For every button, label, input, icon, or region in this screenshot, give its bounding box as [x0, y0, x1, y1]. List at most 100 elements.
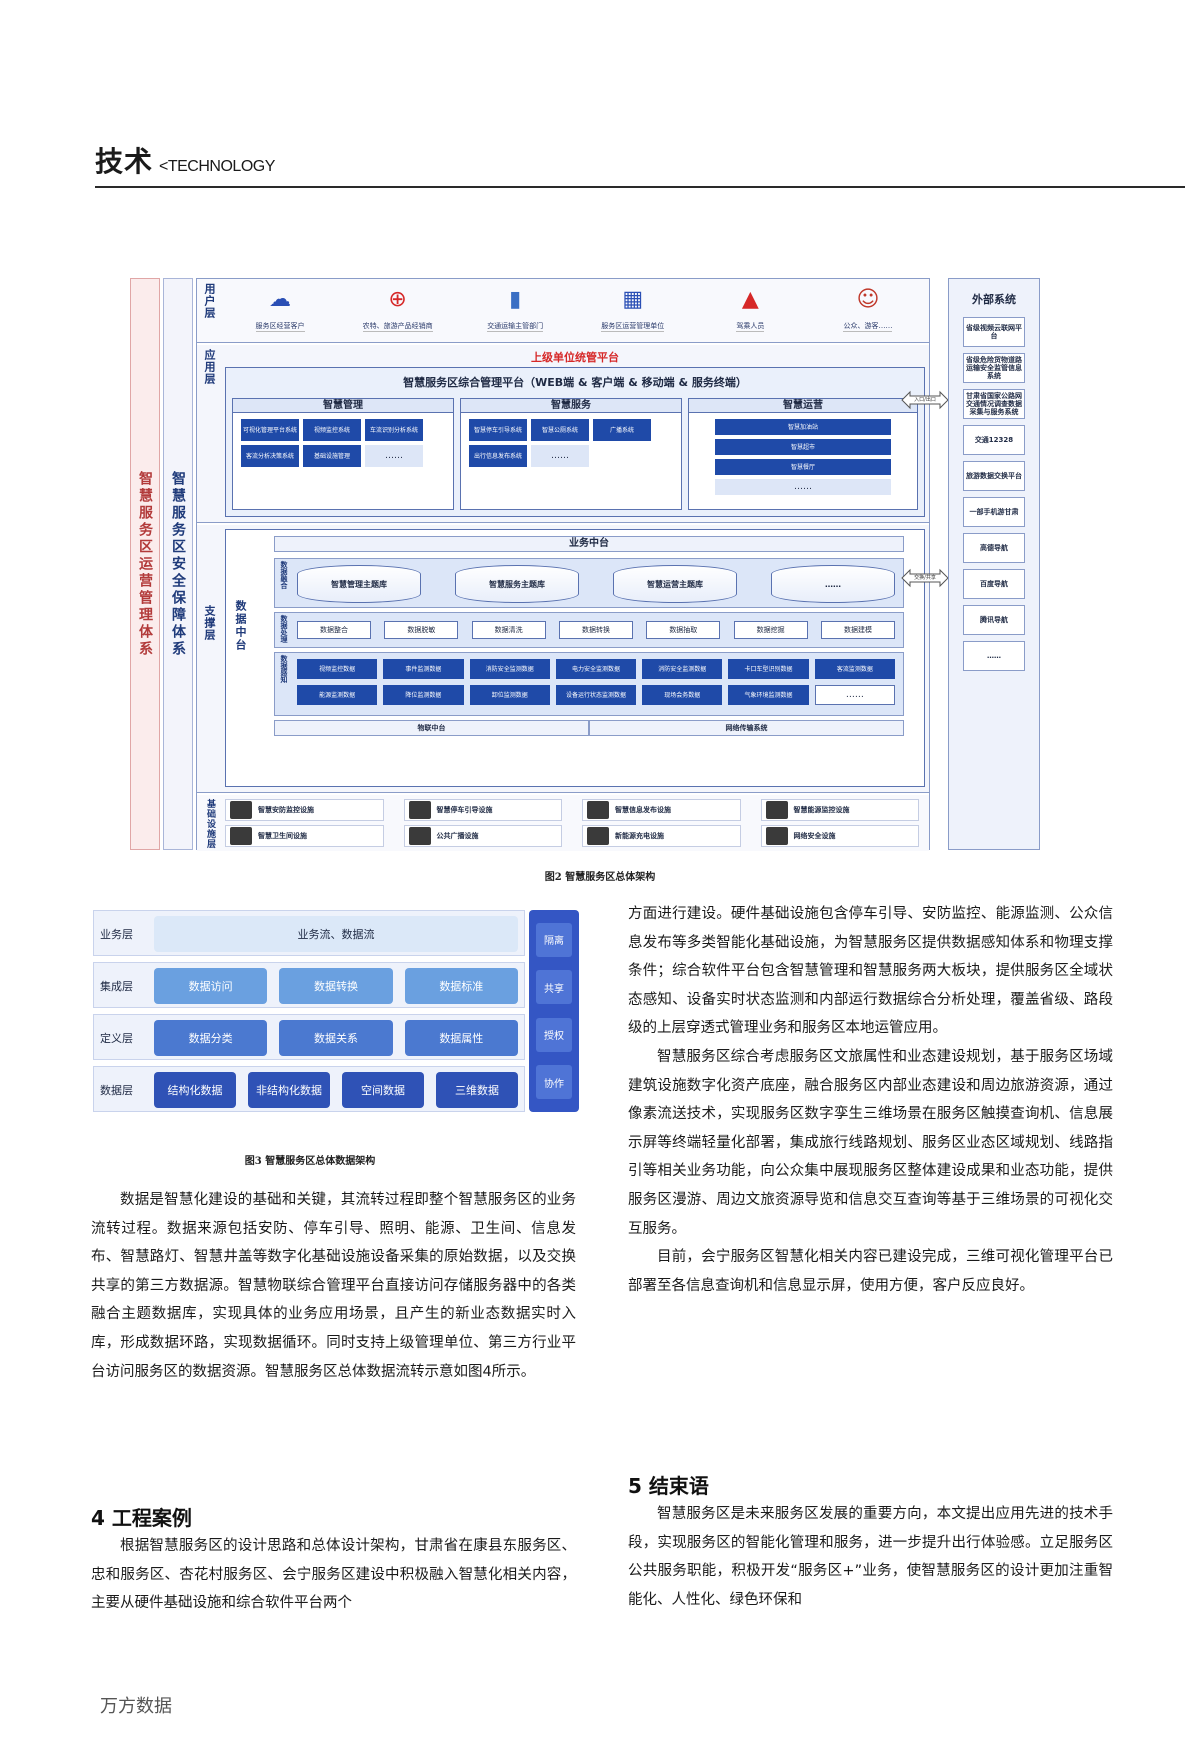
side-function: 共享: [536, 970, 572, 1005]
data-fusion-row: 数据融合 智慧管理主题库智慧服务主题库智慧运营主题库……: [274, 558, 904, 608]
security-band: 智慧服务区安全保障体系: [163, 278, 193, 850]
data-process: 数据清洗: [471, 621, 546, 639]
theme-database: 智慧服务主题库: [455, 565, 579, 603]
user-icon: ▮: [509, 286, 522, 312]
infrastructure-label: 网络安全设施: [793, 832, 836, 840]
external-system: 一部手机游甘肃: [963, 497, 1025, 527]
infrastructure-label: 新能源充电设施: [615, 832, 664, 840]
platform-box: 智慧服务区综合管理平台（WEB端 & 客户端 & 移动端 & 服务终端） 智慧管…: [225, 367, 925, 517]
left-column-text: 数据是智慧化建设的基础和关键，其流转过程即整个智慧服务区的业务流转过程。数据来源…: [91, 1186, 576, 1386]
infrastructure-label: 智慧能源监控设施: [793, 806, 850, 814]
user-item: ☺ 公众、游客……: [813, 281, 923, 339]
side-function: 隔离: [536, 922, 572, 957]
device-icon: [587, 827, 609, 845]
external-system: ……: [963, 641, 1025, 671]
device-icon: [765, 827, 788, 845]
header-rule: [95, 186, 1185, 188]
user-label: 农特、旅游产品经销商: [362, 322, 433, 332]
layer-cell: 空间数据: [342, 1072, 424, 1108]
section-heading-5: 5 结束语: [628, 1474, 709, 1498]
paragraph: 数据是智慧化建设的基础和关键，其流转过程即整个智慧服务区的业务流转过程。数据来源…: [91, 1192, 576, 1380]
external-system: 旅游数据交换平台: [963, 461, 1025, 491]
layer-cell: 数据属性: [404, 1020, 518, 1056]
layer-cell: 结构化数据: [154, 1072, 236, 1108]
figure-2-caption: 图2 智慧服务区总体架构: [544, 872, 656, 883]
layer-cells: 结构化数据非结构化数据空间数据三维数据: [154, 1072, 518, 1108]
external-system: 甘肃省国家公路网交通情况调查数据采集与服务系统: [963, 389, 1025, 419]
infrastructure-label: 智慧安防监控设施: [258, 806, 314, 814]
app-cell: 智慧餐厅: [715, 459, 891, 475]
layer-label: 定义层: [100, 1032, 133, 1045]
app-cell: 基础设施管理: [303, 445, 361, 467]
sensing-data: 设备运行状态监测数据: [555, 685, 637, 705]
user-layer: 用户层 ☁服务区经营客户⊕农特、旅游产品经销商▮交通运输主管部门▦服务区运营管理…: [197, 279, 929, 343]
app-cell: 智慧停车引导系统: [469, 419, 527, 441]
user-label: 服务区经营客户: [255, 322, 305, 332]
app-cell: 智慧加油站: [715, 419, 891, 435]
data-layer: 集成层数据访问数据转换数据标准: [93, 962, 525, 1008]
section-heading-4: 4 工程案例: [91, 1506, 192, 1530]
layer-cell: 数据分类: [154, 1020, 268, 1056]
data-process: 数据建模: [820, 621, 895, 639]
sensing-data: 客流监测数据: [814, 659, 895, 679]
platform-title: 智慧服务区综合管理平台（WEB端 & 客户端 & 移动端 & 服务终端）: [403, 376, 747, 389]
side-function: 协作: [536, 1065, 572, 1100]
left-column-text-2: 根据智慧服务区的设计思路和总体设计架构，甘肃省在康县东服务区、忠和服务区、杏花村…: [91, 1532, 576, 1618]
user-label: 交通运输主管部门: [487, 322, 544, 332]
right-column-text: 方面进行建设。硬件基础设施包含停车引导、安防监控、能源监测、公众信息发布等多类智…: [628, 900, 1113, 1300]
data-process: 数据整合: [297, 621, 371, 639]
data-middle-platform: 数据中台: [234, 600, 247, 652]
data-layer: 数据层结构化数据非结构化数据空间数据三维数据: [93, 1066, 525, 1112]
user-label: 驾乘人员: [736, 322, 765, 332]
sensing-data: 卸位监测数据: [469, 685, 550, 705]
infrastructure-item: 智慧能源监控设施: [760, 799, 919, 821]
user-icon: ☺: [856, 286, 880, 312]
sensing-data: 现场会务数据: [642, 685, 723, 705]
user-item: ☁服务区经营客户: [225, 281, 335, 339]
theme-database: 智慧运营主题库: [613, 565, 737, 603]
infrastructure-item: 网络安全设施: [760, 825, 919, 847]
sensing-data: 视频监控数据: [297, 659, 378, 679]
side-functions: 隔离共享授权协作: [529, 910, 579, 1112]
business-middle-platform: 业务中台: [274, 536, 904, 552]
paragraph: 方面进行建设。硬件基础设施包含停车引导、安防监控、能源监测、公众信息发布等多类智…: [628, 906, 1113, 1037]
user-icon: ⊕: [388, 286, 407, 312]
app-cell: ……: [531, 445, 589, 467]
infrastructure-label: 公共广播设施: [436, 832, 479, 840]
user-item: ▮ 交通运输主管部门: [460, 281, 570, 339]
support-layer: 支撑层 业务中台 数据中台 数据融合 智慧管理主题库智慧服务主题库智慧运营主题库…: [197, 525, 929, 793]
layer-cell: 非结构化数据: [248, 1072, 330, 1108]
user-icon: ▦: [622, 286, 644, 312]
application-layer: 应用层 上级单位统管平台 智慧服务区综合管理平台（WEB端 & 客户端 & 移动…: [197, 345, 929, 523]
sensing-data: 消防安全监测数据: [469, 659, 550, 679]
paragraph: 智慧服务区是未来服务区发展的重要方向，本文提出应用先进的技术手段，实现服务区的智…: [628, 1506, 1113, 1608]
layer-cells: 数据分类数据关系数据属性: [154, 1020, 518, 1056]
layer-cell: 业务流、数据流: [154, 916, 518, 952]
infrastructure-item: 智慧信息发布设施: [582, 799, 741, 821]
ops-management-band: 智慧服务区运营管理体系: [130, 278, 160, 850]
app-cell: 视频监控系统: [303, 419, 361, 441]
app-cell: 客流分析决策系统: [241, 445, 299, 467]
infrastructure-label: 智慧停车引导设施: [436, 806, 493, 814]
section-subtitle: <TECHNOLOGY: [159, 158, 275, 175]
sensing-data: 电力安全监测数据: [555, 659, 637, 679]
layer-cell: 数据访问: [154, 968, 268, 1004]
app-cell: ……: [365, 445, 423, 467]
device-icon: [408, 801, 431, 819]
architecture-main: 用户层 ☁服务区经营客户⊕农特、旅游产品经销商▮交通运输主管部门▦服务区运营管理…: [196, 278, 930, 851]
double-arrow-app: 入口/出口: [900, 390, 950, 410]
smart-operation: 智慧运营 智慧加油站智慧超市智慧餐厅……: [688, 398, 918, 510]
user-item: ⊕ 农特、旅游产品经销商: [343, 281, 453, 339]
user-label: 公众、游客……: [843, 322, 893, 332]
device-icon: [587, 801, 609, 819]
infrastructure-item: 公共广播设施: [403, 825, 562, 847]
external-systems: 外部系统 省级视频云联网平台省级危险货物道路运输安全监管信息系统甘肃省国家公路网…: [948, 278, 1040, 850]
app-cell: 出行信息发布系统: [469, 445, 527, 467]
support-inner: 业务中台 数据中台 数据融合 智慧管理主题库智慧服务主题库智慧运营主题库…… 数…: [225, 529, 925, 787]
external-system: 省级视频云联网平台: [963, 317, 1025, 347]
section-title: 技术: [95, 145, 154, 178]
upper-platform: 上级单位统管平台: [531, 351, 619, 364]
data-process: 数据抽取: [646, 621, 721, 639]
layer-cell: 数据标准: [404, 968, 518, 1004]
infrastructure-item: 智慧停车引导设施: [403, 799, 562, 821]
